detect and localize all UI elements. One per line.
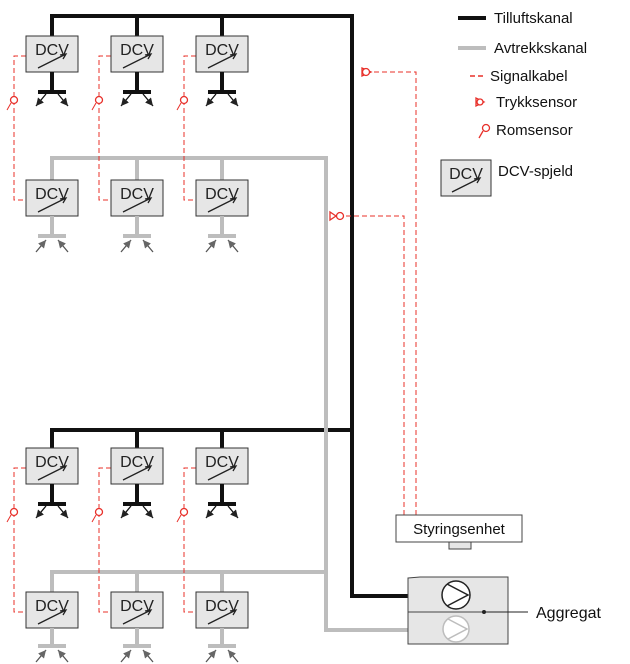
legend-exhaust: Avtrekkskanal [458, 40, 587, 57]
legend-dcv-damper-icon: DCV DCV-spjeld [440, 159, 573, 197]
control-unit: Styringsenhet [395, 514, 523, 550]
dcv-damper-supply-3: DCV [195, 35, 249, 73]
room-sensors [6, 95, 189, 523]
dcv-damper-exhaust-4: DCV [25, 591, 79, 629]
pressure-sensor-exhaust [329, 210, 345, 222]
legend-supply: Tilluftskanal [458, 10, 573, 27]
dcv-damper-supply-4: DCV [25, 447, 79, 485]
svg-text:Romsensor: Romsensor [496, 122, 573, 139]
svg-text:Trykksensor: Trykksensor [496, 94, 577, 111]
svg-text:Styringsenhet: Styringsenhet [413, 521, 506, 538]
supply-fan-icon [441, 580, 471, 610]
dcv-damper-exhaust-3: DCV [195, 179, 249, 217]
supply-diffusers-lower [35, 484, 239, 519]
legend: Tilluftskanal Avtrekkskanal Signalkabel … [440, 10, 587, 197]
dcv-damper-supply-1: DCV [25, 35, 79, 73]
dcv-damper-exhaust-2: DCV [110, 179, 164, 217]
signal-cables [13, 55, 417, 613]
dcv-damper-exhaust-5: DCV [110, 591, 164, 629]
legend-pressure-sensor-icon: Trykksensor [475, 94, 577, 111]
svg-text:Aggregat: Aggregat [536, 605, 601, 622]
exhaust-fan-icon [442, 615, 470, 643]
exhaust-grilles-upper [35, 216, 239, 253]
pressure-sensor-supply [361, 66, 373, 78]
svg-text:Signalkabel: Signalkabel [490, 68, 568, 85]
dcv-damper-exhaust-1: DCV [25, 179, 79, 217]
dcv-damper-supply-2: DCV [110, 35, 164, 73]
svg-text:Tilluftskanal: Tilluftskanal [494, 10, 573, 27]
legend-signal: Signalkabel [470, 68, 568, 85]
dcv-damper-supply-6: DCV [195, 447, 249, 485]
exhaust-grilles-lower [35, 628, 239, 663]
svg-text:DCV-spjeld: DCV-spjeld [498, 163, 573, 180]
exhaust-duct-network [50, 156, 408, 632]
legend-room-sensor-icon: Romsensor [478, 122, 573, 139]
air-handling-unit: Aggregat [407, 576, 601, 645]
dcv-damper-exhaust-6: DCV [195, 591, 249, 629]
svg-text:Avtrekkskanal: Avtrekkskanal [494, 40, 587, 57]
supply-duct-network [50, 14, 408, 598]
supply-diffusers-upper [35, 72, 239, 107]
dcv-damper-supply-5: DCV [110, 447, 164, 485]
